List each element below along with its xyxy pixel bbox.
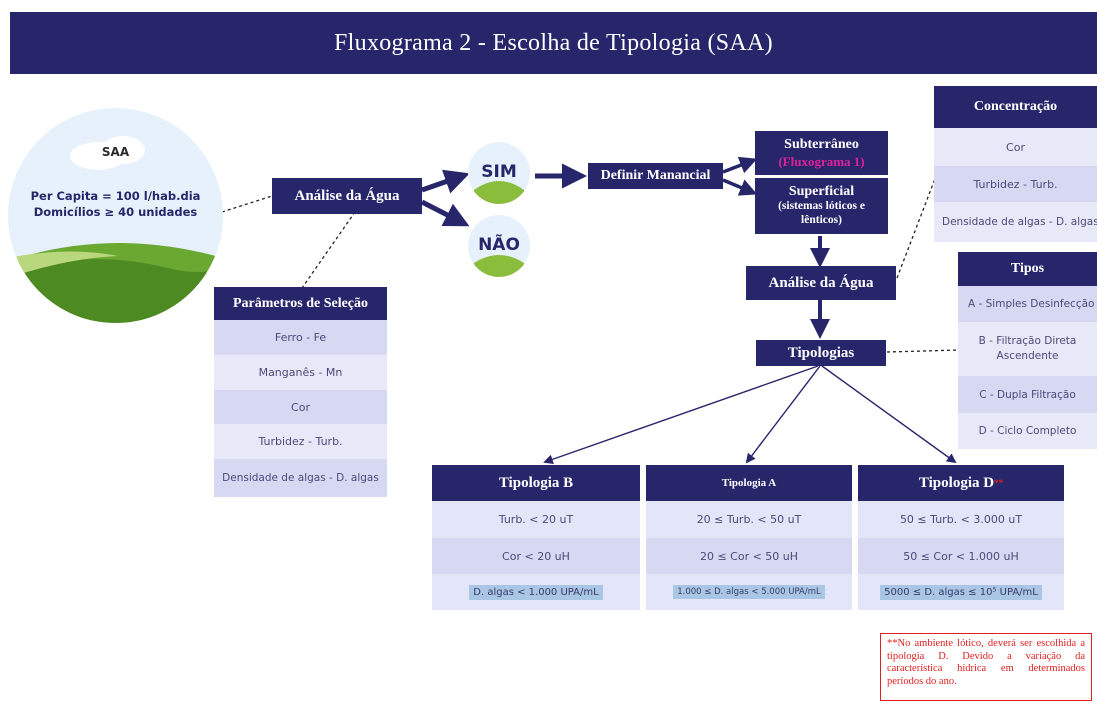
tipologia-a-algas: 1.000 ≤ D. algas < 5.000 UPA/mL bbox=[673, 585, 825, 599]
parametro-densidade-algas: Densidade de algas - D. algas bbox=[214, 459, 387, 497]
dotted-tipologias-to-tipos bbox=[886, 349, 961, 353]
parametro-cor: Cor bbox=[214, 390, 387, 424]
concentracao-cor: Cor bbox=[934, 128, 1097, 166]
superficial-box: Superficial (sistemas lóticos e lênticos… bbox=[755, 178, 888, 234]
arrow-to-tipA bbox=[745, 365, 821, 464]
tipologias-label: Tipologias bbox=[787, 344, 855, 361]
definir-manancial-label: Definir Manancial bbox=[600, 168, 711, 183]
arrow-to-tipB bbox=[543, 365, 819, 465]
analise-agua-2-label: Análise da Água bbox=[768, 274, 874, 291]
arrow-to-nao bbox=[420, 199, 470, 227]
tipologia-d-algas: 5000 ≤ D. algas ≤ 10⁵ UPA/mL bbox=[880, 584, 1042, 600]
concentracao-densidade-algas: Densidade de algas - D. algas bbox=[934, 202, 1097, 242]
tipo-d: D - Ciclo Completo bbox=[958, 413, 1097, 449]
tipologia-d-turbidez: 50 ≤ Turb. < 3.000 uT bbox=[858, 501, 1064, 538]
footnote-lotico: **No ambiente lótico, deverá ser escolhi… bbox=[880, 633, 1092, 701]
tipos-panel: Tipos A - Simples Desinfecção B - Filtra… bbox=[958, 252, 1097, 449]
sim-hill-icon bbox=[474, 181, 524, 204]
nao-hill-icon bbox=[474, 255, 524, 277]
tipo-b: B - Filtração Direta Ascendente bbox=[958, 322, 1097, 376]
title-bar: Fluxograma 2 - Escolha de Tipologia (SAA… bbox=[10, 12, 1097, 74]
parametros-title: Parâmetros de Seleção bbox=[214, 287, 387, 320]
nao-label: NÃO bbox=[478, 235, 520, 255]
dotted-saa-to-analise bbox=[221, 195, 273, 213]
tipologia-b-cor: Cor < 20 uH bbox=[502, 549, 570, 563]
parametros-panel: Parâmetros de Seleção Ferro - Fe Manganê… bbox=[214, 287, 387, 497]
dotted-analise-to-parametros bbox=[301, 211, 356, 289]
page-title: Fluxograma 2 - Escolha de Tipologia (SAA… bbox=[334, 29, 773, 56]
superficial-sub: (sistemas lóticos e lênticos) bbox=[778, 200, 865, 226]
tipologia-d-header: Tipologia D** bbox=[858, 465, 1064, 501]
saa-node: SAA Per Capita = 100 l/hab.dia Domicílio… bbox=[8, 108, 223, 323]
tipologia-a-card: Tipologia A 20 ≤ Turb. < 50 uT 20 ≤ Cor … bbox=[646, 465, 852, 610]
concentracao-turbidez: Turbidez - Turb. bbox=[934, 166, 1097, 202]
concentracao-title: Concentração bbox=[934, 86, 1097, 128]
saa-domicilios: Domicílios ≥ 40 unidades bbox=[33, 205, 198, 219]
analise-agua-box: Análise da Água bbox=[272, 178, 422, 214]
saa-per-capita: Per Capita = 100 l/hab.dia bbox=[30, 189, 201, 203]
parametro-manganes: Manganês - Mn bbox=[214, 355, 387, 390]
subterraneo-title: Subterrâneo bbox=[784, 137, 859, 152]
parametro-turbidez: Turbidez - Turb. bbox=[214, 424, 387, 459]
saa-criteria: Per Capita = 100 l/hab.dia Domicílios ≥ … bbox=[8, 188, 223, 220]
tipologia-d-mark: ** bbox=[994, 478, 1004, 488]
tipos-title: Tipos bbox=[958, 252, 1097, 286]
definir-manancial-box: Definir Manancial bbox=[588, 163, 723, 189]
tipologia-d-cor: 50 ≤ Cor < 1.000 uH bbox=[903, 549, 1019, 563]
tipologia-b-turbidez: Turb. < 20 uT bbox=[432, 501, 640, 538]
arrow-to-tipD bbox=[821, 365, 957, 464]
tipologia-a-title: Tipologia A bbox=[646, 465, 852, 501]
nao-node: NÃO bbox=[468, 215, 530, 277]
subterraneo-ref: (Fluxograma 1) bbox=[778, 154, 865, 169]
tipologia-b-algas: D. algas < 1.000 UPA/mL bbox=[469, 584, 603, 600]
tipologia-a-cor: 20 ≤ Cor < 50 uH bbox=[699, 549, 799, 563]
tipologia-b-card: Tipologia B Turb. < 20 uT Cor < 20 uH D.… bbox=[432, 465, 640, 610]
analise-agua-2-box: Análise da Água bbox=[746, 266, 896, 300]
tipologia-d-card: Tipologia D** 50 ≤ Turb. < 3.000 uT 50 ≤… bbox=[858, 465, 1064, 610]
superficial-title: Superficial bbox=[788, 184, 855, 199]
tipologia-d-title: Tipologia D bbox=[918, 474, 995, 491]
tipologia-b-title: Tipologia B bbox=[432, 465, 640, 501]
arrow-to-sim bbox=[421, 169, 470, 194]
tipologia-d-algas-row: 5000 ≤ D. algas ≤ 10⁵ UPA/mL bbox=[858, 574, 1064, 610]
tipo-a: A - Simples Desinfecção bbox=[958, 286, 1097, 322]
arrow-to-subterraneo bbox=[722, 156, 758, 174]
parametro-ferro: Ferro - Fe bbox=[214, 320, 387, 355]
arrow-to-superficial bbox=[722, 178, 758, 196]
tipologia-a-algas-row: 1.000 ≤ D. algas < 5.000 UPA/mL bbox=[646, 574, 852, 610]
concentracao-panel: Concentração Cor Turbidez - Turb. Densid… bbox=[934, 86, 1097, 242]
tipologias-box: Tipologias bbox=[756, 340, 886, 366]
tipologia-a-turbidez: 20 ≤ Turb. < 50 uT bbox=[646, 501, 852, 538]
saa-label: SAA bbox=[101, 145, 130, 159]
subterraneo-box: Subterrâneo (Fluxograma 1) bbox=[755, 131, 888, 175]
analise-agua-label: Análise da Água bbox=[294, 187, 400, 204]
sim-label: SIM bbox=[481, 162, 517, 182]
landscape-icon bbox=[8, 136, 223, 323]
tipologia-b-algas-row: D. algas < 1.000 UPA/mL bbox=[432, 574, 640, 610]
tipo-c: C - Dupla Filtração bbox=[958, 376, 1097, 413]
sim-node: SIM bbox=[468, 142, 530, 204]
